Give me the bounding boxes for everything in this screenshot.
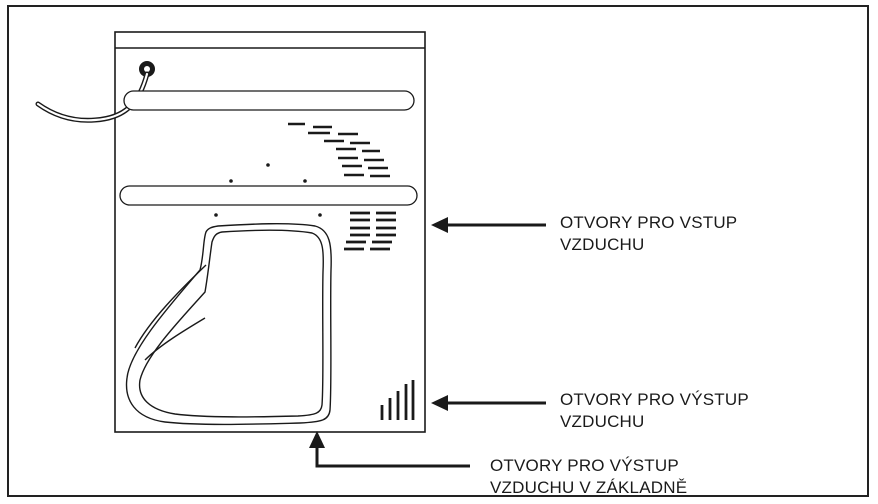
middle-slot bbox=[119, 185, 418, 206]
label-air-outlet: OTVORY PRO VÝSTUP VZDUCHU bbox=[560, 389, 749, 433]
compartment-inner bbox=[138, 229, 324, 418]
label-air-outlet-base-line1: OTVORY PRO VÝSTUP bbox=[490, 456, 679, 475]
label-air-outlet-line1: OTVORY PRO VÝSTUP bbox=[560, 390, 749, 409]
indicator-dots bbox=[214, 163, 322, 217]
diagram-frame bbox=[7, 5, 869, 497]
diagonal-vent-dashes bbox=[288, 122, 390, 178]
device-body bbox=[114, 31, 426, 433]
label-air-inlet-line2: VZDUCHU bbox=[560, 235, 645, 254]
air-inlet-vents bbox=[344, 211, 396, 251]
dot bbox=[266, 163, 270, 167]
upper-slot bbox=[123, 90, 415, 111]
arrow-air-outlet bbox=[431, 395, 546, 411]
label-air-inlet-line1: OTVORY PRO VSTUP bbox=[560, 213, 738, 232]
dot bbox=[318, 213, 322, 217]
dot bbox=[229, 179, 233, 183]
label-air-outlet-line2: VZDUCHU bbox=[560, 412, 645, 431]
dot bbox=[303, 179, 307, 183]
arrow-air-inlet bbox=[431, 217, 546, 233]
compartment-fold-1 bbox=[134, 264, 207, 349]
dot bbox=[214, 213, 218, 217]
compartment-outer bbox=[125, 222, 332, 426]
air-outlet-vents bbox=[380, 380, 415, 420]
compartment-fold-2 bbox=[144, 317, 206, 361]
arrow-air-outlet-base bbox=[309, 431, 470, 468]
cord-socket-hole bbox=[144, 66, 150, 72]
label-air-outlet-base-line2: VZDUCHU V ZÁKLADNĚ bbox=[490, 478, 688, 497]
foot-compartment bbox=[125, 222, 332, 426]
label-air-inlet: OTVORY PRO VSTUP VZDUCHU bbox=[560, 212, 737, 256]
device-outline bbox=[114, 31, 426, 433]
label-air-outlet-base: OTVORY PRO VÝSTUP VZDUCHU V ZÁKLADNĚ bbox=[490, 455, 687, 499]
